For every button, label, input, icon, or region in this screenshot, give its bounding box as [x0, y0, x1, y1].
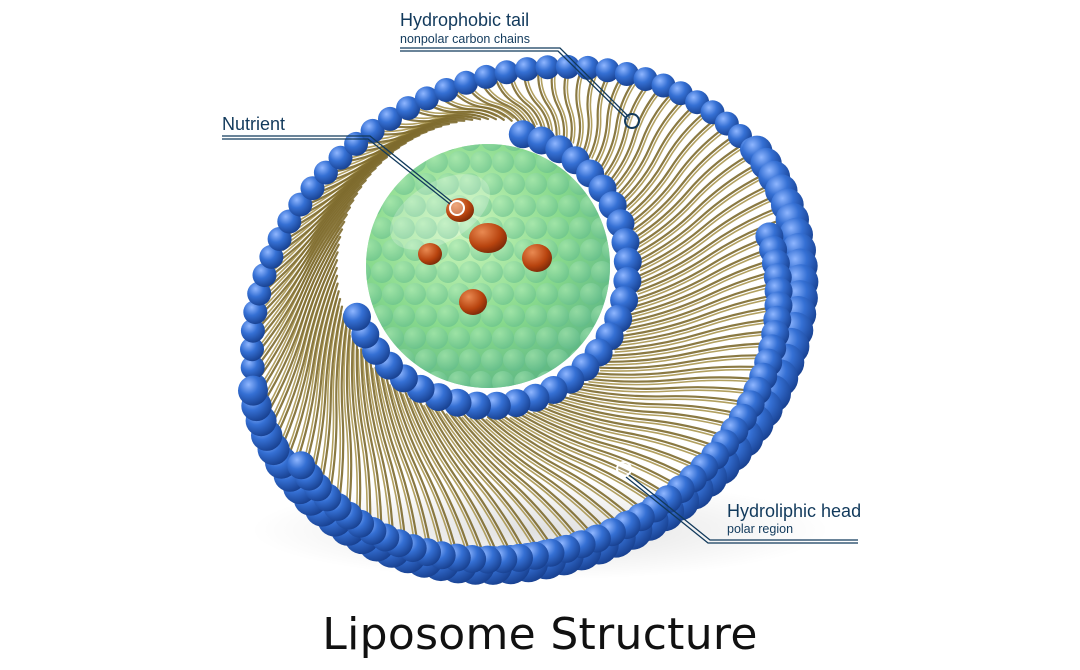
nutrient-leader-line — [222, 135, 453, 203]
callout-markers — [449, 113, 640, 477]
head-leader-line — [627, 473, 858, 541]
nutrient-particle — [418, 243, 442, 265]
nutrient-marker — [449, 200, 465, 216]
hydrophilic-heads-inner-leaflet — [343, 120, 642, 420]
nutrient-label: Nutrient — [222, 114, 285, 134]
tail-marker — [624, 113, 640, 129]
tail-label: Hydrophobic tail — [400, 10, 529, 30]
head-leader-line-2 — [625, 476, 858, 544]
hydrophilic-heads-outer-leaflet — [238, 135, 819, 585]
tail-sublabel: nonpolar carbon chains — [400, 32, 530, 46]
nutrient-particle — [446, 198, 474, 222]
tail-leader-line — [400, 47, 631, 119]
head-label: Hydroliphic head — [727, 501, 861, 521]
nutrient-leader-line-2 — [222, 138, 451, 205]
nutrient-particle — [459, 289, 487, 315]
page-title: Liposome Structure — [322, 609, 758, 660]
head-sublabel: polar region — [727, 522, 793, 536]
head-marker — [616, 461, 632, 477]
tail-leader-line-2 — [400, 50, 629, 121]
nutrient-particle — [522, 244, 552, 272]
nutrient-particles — [418, 198, 552, 315]
nutrient-particle — [469, 223, 507, 253]
callout-lines — [222, 47, 858, 544]
aqueous-core — [366, 144, 610, 388]
